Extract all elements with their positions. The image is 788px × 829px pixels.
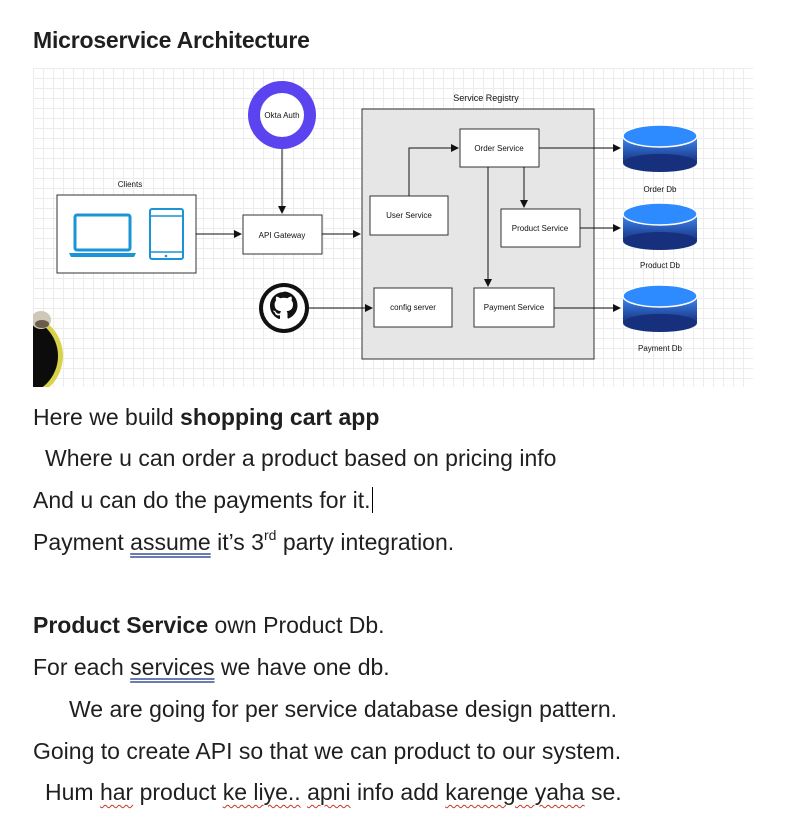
okta-auth-label: Okta Auth xyxy=(264,111,299,120)
p9-spell-word-ke-liye[interactable]: ke liye.. xyxy=(222,779,301,805)
api-gateway-label: API Gateway xyxy=(259,231,306,240)
p9-text-i: se. xyxy=(584,779,622,805)
user-service-label: User Service xyxy=(386,211,432,220)
architecture-diagram-svg: Service Registry Okta Auth Clients API G… xyxy=(33,81,698,387)
config-server-label: config server xyxy=(390,303,436,312)
paragraph-5[interactable]: Product Service own Product Db. xyxy=(33,611,385,639)
p4-text-a: Payment xyxy=(33,529,131,555)
p9-spell-word-apni[interactable]: apni xyxy=(307,779,351,805)
p7-text: We are going for per service database de… xyxy=(69,696,618,722)
product-db-label: Product Db xyxy=(640,261,681,270)
p5-bold: Product Service xyxy=(33,612,209,638)
payment-service-label: Payment Service xyxy=(484,303,545,312)
document-heading: Microservice Architecture xyxy=(33,27,310,53)
p6-text-a: For each xyxy=(33,654,131,680)
p3-text: And u can do the payments for it. xyxy=(33,487,371,513)
config-server-box xyxy=(373,287,453,328)
paragraph-1[interactable]: Here we build shopping cart app xyxy=(33,403,379,431)
p1-bold: shopping cart app xyxy=(180,404,380,430)
p9-text-g: info add xyxy=(350,779,446,805)
architecture-diagram: Service Registry Okta Auth Clients API G… xyxy=(33,68,753,387)
order-service-box xyxy=(459,128,540,168)
p9-text-a: Hum xyxy=(45,779,100,805)
paragraph-9[interactable]: Hum har product ke liye.. apni info add … xyxy=(45,778,622,806)
api-gateway-box xyxy=(242,214,323,255)
okta-auth-node: Okta Auth xyxy=(248,81,316,149)
payment-db-cylinder xyxy=(622,284,698,332)
paragraph-4[interactable]: Payment assume it’s 3rd party integratio… xyxy=(33,528,454,556)
p4-superscript: rd xyxy=(263,527,277,544)
clients-label: Clients xyxy=(118,180,142,189)
p6-underlined-word[interactable]: services xyxy=(130,654,215,680)
laptop-icon xyxy=(69,213,136,257)
p1-text: Here we build xyxy=(33,404,181,430)
p4-underlined-word[interactable]: assume xyxy=(130,529,211,555)
product-db-cylinder xyxy=(622,202,698,250)
p4-text-c: it’s 3 xyxy=(210,529,264,555)
p8-text: Going to create API so that we can produ… xyxy=(33,738,622,764)
p4-text-d: party integration. xyxy=(276,529,455,555)
product-service-label: Product Service xyxy=(512,224,569,233)
github-octocat-icon xyxy=(259,283,309,333)
payment-db-label: Payment Db xyxy=(638,344,683,353)
paragraph-8[interactable]: Going to create API so that we can produ… xyxy=(33,737,621,765)
tablet-icon xyxy=(149,208,184,260)
p9-spell-word-har[interactable]: har xyxy=(99,779,134,805)
p9-spell-word-karenge-yaha[interactable]: karenge yaha xyxy=(445,779,585,805)
service-registry-label: Service Registry xyxy=(453,93,519,103)
product-service-box xyxy=(500,208,581,248)
connectors xyxy=(196,144,621,312)
order-service-label: Order Service xyxy=(474,144,524,153)
text-cursor xyxy=(371,487,373,513)
paragraph-7[interactable]: We are going for per service database de… xyxy=(69,695,617,723)
p2-text: Where u can order a product based on pri… xyxy=(45,445,557,471)
planet-image xyxy=(33,311,63,387)
order-db-label: Order Db xyxy=(644,185,677,194)
paragraph-6[interactable]: For each services we have one db. xyxy=(33,653,390,681)
p9-text-c: product xyxy=(133,779,223,805)
paragraph-2[interactable]: Where u can order a product based on pri… xyxy=(45,444,556,472)
p6-text-c: we have one db. xyxy=(214,654,390,680)
order-db-cylinder xyxy=(622,124,698,172)
paragraph-3[interactable]: And u can do the payments for it. xyxy=(33,486,373,514)
p5-text: own Product Db. xyxy=(208,612,385,638)
